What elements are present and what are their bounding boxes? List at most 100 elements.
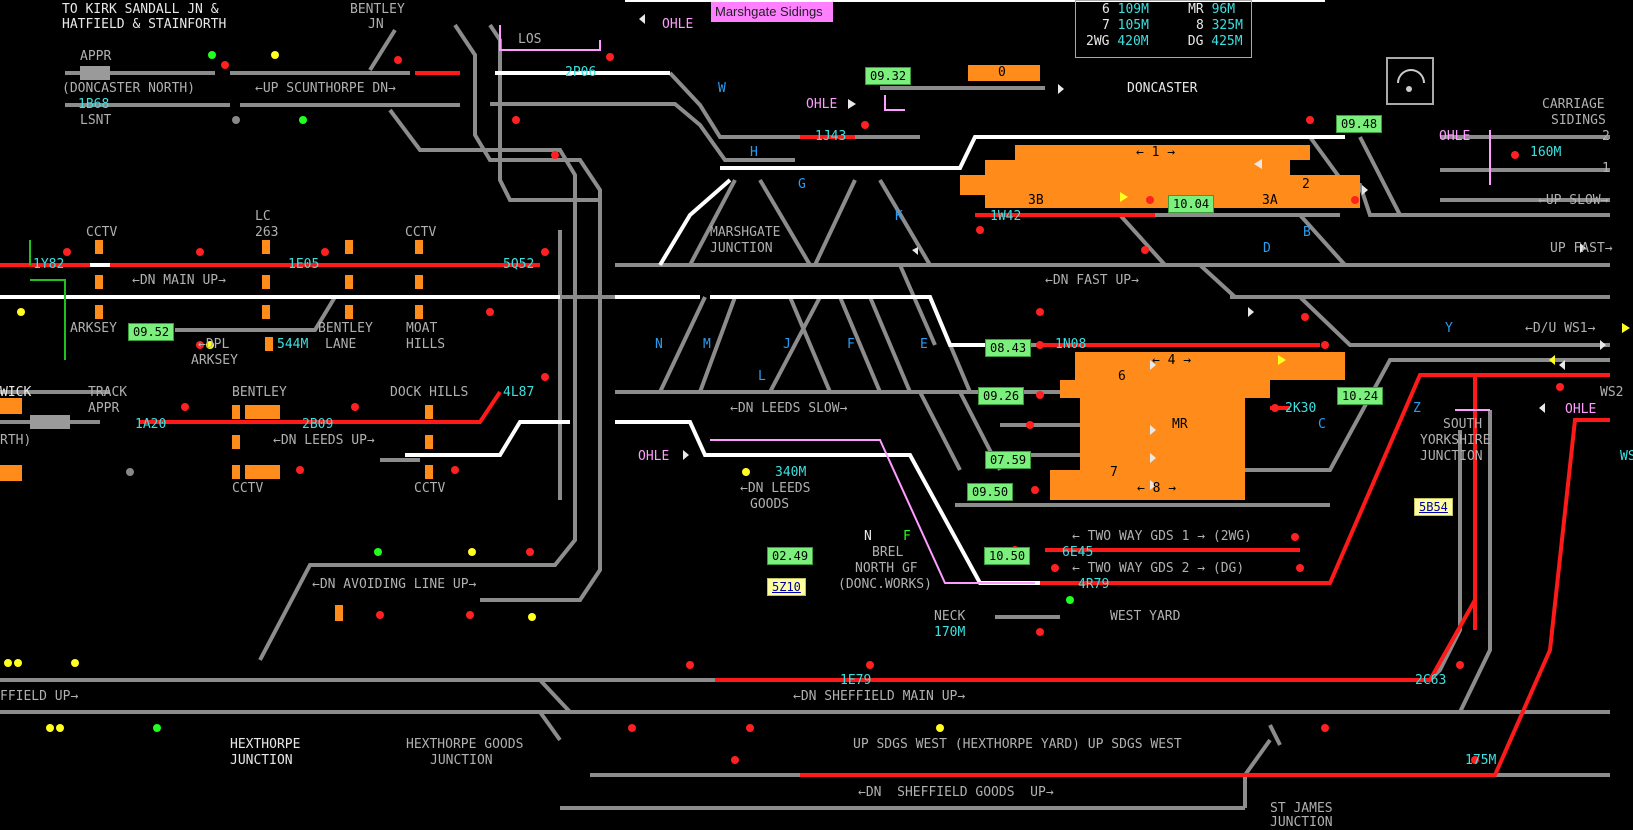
time-0952[interactable]: 09.52 (128, 323, 175, 341)
berth-1W42[interactable]: 1W42 (990, 209, 1022, 224)
label-hexthorpe-goods: HEXTHORPE GOODS (406, 737, 524, 752)
label-cs-1: 1 (1602, 161, 1610, 176)
berth-6E45[interactable]: 6E45 (1062, 545, 1094, 560)
label-hatfield: HATFIELD & STAINFORTH (62, 17, 227, 32)
label-track-appr: APPR (88, 401, 120, 416)
time-0948[interactable]: 09.48 (1336, 115, 1383, 133)
label-moat: MOAT (406, 321, 438, 336)
label-bentley-2: BENTLEY (232, 385, 287, 400)
label-bentley-lane-2: LANE (325, 337, 357, 352)
time-0932[interactable]: 09.32 (865, 67, 912, 85)
route-L[interactable]: L (758, 369, 766, 384)
berth-1J43[interactable]: 1J43 (815, 129, 847, 144)
label-nf-n: N (864, 529, 872, 544)
time-0249[interactable]: 02.49 (767, 547, 814, 565)
berth-544M[interactable]: 544M (277, 337, 309, 352)
berth-1Y82[interactable]: 1Y82 (33, 257, 65, 272)
label-rth: RTH) (0, 433, 32, 448)
time-1004[interactable]: 10.04 (1168, 195, 1215, 213)
route-M[interactable]: M (703, 337, 711, 352)
time-1024[interactable]: 10.24 (1337, 387, 1384, 405)
platform-8: ← 8 → (1137, 481, 1177, 496)
label-dn-leeds-up: ←DN LEEDS UP→ (273, 433, 375, 448)
legend-row-2: 7 105M 8 325M (1102, 18, 1243, 33)
label-lc-263: 263 (255, 225, 279, 240)
route-W[interactable]: W (718, 81, 726, 96)
route-F[interactable]: F (847, 337, 855, 352)
label-hexthorpe: HEXTHORPE (230, 737, 301, 752)
label-dn-sheffield-main: ←DN SHEFFIELD MAIN UP→ (793, 689, 966, 704)
berth-2C63[interactable]: 2C63 (1415, 673, 1447, 688)
route-Z[interactable]: Z (1413, 401, 1421, 416)
berth-2P06[interactable]: 2P06 (565, 65, 597, 80)
train-link-5B54[interactable]: 5B54 (1414, 498, 1453, 516)
label-ohle-4: OHLE (638, 449, 670, 464)
platform-3a: 3A (1262, 193, 1278, 208)
time-0926[interactable]: 09.26 (978, 387, 1025, 405)
berth-170M[interactable]: 170M (934, 625, 966, 640)
berth-4R79[interactable]: 4R79 (1078, 577, 1110, 592)
berth-2K30[interactable]: 2K30 (1285, 401, 1317, 416)
label-west-yard: WEST YARD (1110, 609, 1181, 624)
berth-5Q52[interactable]: 5Q52 (503, 257, 535, 272)
label-ohle-2: OHLE (806, 97, 838, 112)
time-0759[interactable]: 07.59 (985, 451, 1032, 469)
route-Y[interactable]: Y (1445, 321, 1453, 336)
time-0843[interactable]: 08.43 (985, 339, 1032, 357)
route-H[interactable]: H (750, 145, 758, 160)
label-ws2: WS2 (1600, 385, 1624, 400)
label-yorkshire: YORKSHIRE (1420, 433, 1491, 448)
marshgate-sidings-banner[interactable]: Marshgate Sidings (711, 2, 833, 22)
signals (4, 51, 1564, 764)
platform-5: 5 (1280, 385, 1288, 400)
time-1050[interactable]: 10.50 (984, 547, 1031, 565)
route-G[interactable]: G (798, 177, 806, 192)
label-lc: LC (255, 209, 271, 224)
label-dock-hills: DOCK HILLS (390, 385, 469, 400)
label-appr: APPR (80, 49, 112, 64)
label-donc-works: (DONC.WORKS) (838, 577, 932, 592)
route-N[interactable]: N (655, 337, 663, 352)
legend-row-3: 2WG 420M DG 425M (1086, 34, 1243, 49)
berth-2B09[interactable]: 2B09 (302, 417, 334, 432)
berth-1B68[interactable]: 1B68 (78, 97, 110, 112)
platform-3b: 3B (1028, 193, 1044, 208)
label-up-slow: ←UP SLOW→ (1538, 193, 1609, 208)
berth-1A20[interactable]: 1A20 (135, 417, 167, 432)
berth-ws[interactable]: WS (1620, 449, 1633, 464)
berth-1N08[interactable]: 1N08 (1055, 337, 1087, 352)
label-two-way-1: ← TWO WAY GDS 1 → (2WG) (1072, 529, 1253, 544)
label-doncaster: DONCASTER (1127, 81, 1198, 96)
route-C[interactable]: C (1318, 417, 1326, 432)
label-cctv-4: CCTV (414, 481, 446, 496)
label-dn-main-up: ←DN MAIN UP→ (132, 273, 226, 288)
label-dw-ws1: ←D/U WS1→ (1525, 321, 1596, 336)
label-marshgate-junction: JUNCTION (710, 241, 773, 256)
route-J[interactable]: J (783, 337, 791, 352)
label-sheffield-up: FFIELD UP→ (0, 689, 79, 704)
berth-175M[interactable]: 175M (1465, 753, 1497, 768)
label-cctv-2: CCTV (405, 225, 437, 240)
label-sy-junction: JUNCTION (1420, 449, 1483, 464)
label-lsnt: LSNT (80, 113, 112, 128)
berth-1E79[interactable]: 1E79 (840, 673, 872, 688)
label-track: TRACK (88, 385, 128, 400)
label-los: LOS (518, 32, 542, 47)
berth-340M[interactable]: 340M (775, 465, 807, 480)
route-D[interactable]: D (1263, 241, 1271, 256)
label-st-james-junction: JUNCTION (1270, 815, 1333, 830)
berth-1E05[interactable]: 1E05 (288, 257, 320, 272)
panel-control-icon[interactable] (1386, 57, 1434, 105)
berth-4L87[interactable]: 4L87 (503, 385, 535, 400)
occupied-track (0, 71, 1610, 777)
time-0950[interactable]: 09.50 (967, 483, 1014, 501)
route-E[interactable]: E (920, 337, 928, 352)
train-link-5Z10[interactable]: 5Z10 (767, 578, 806, 596)
label-ohle-3: OHLE (1439, 129, 1471, 144)
label-south: SOUTH (1443, 417, 1483, 432)
berth-160M[interactable]: 160M (1530, 145, 1562, 160)
route-K[interactable]: K (895, 209, 903, 224)
label-carriage: CARRIAGE (1542, 97, 1605, 112)
route-B[interactable]: B (1303, 225, 1311, 240)
legend-row-1: 6 109M MR 96M (1102, 2, 1236, 17)
